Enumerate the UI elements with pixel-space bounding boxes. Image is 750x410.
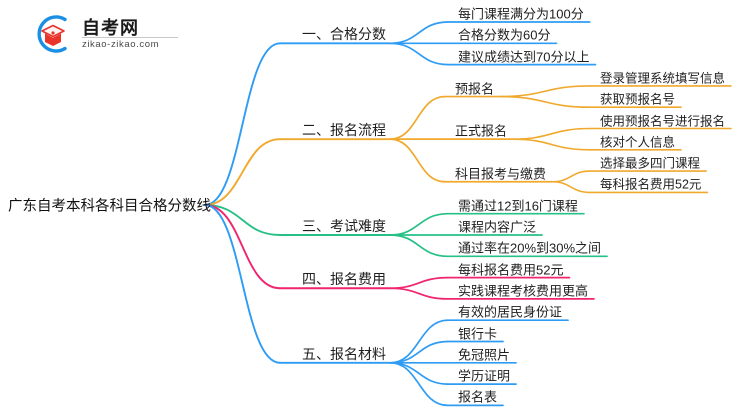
connector-line	[389, 287, 449, 300]
branch-label-2[interactable]: 二、报名流程	[302, 122, 386, 139]
branch-label-5[interactable]: 五、报名材料	[302, 345, 386, 362]
leaf-node-2-1-1[interactable]: 登录管理系统填写信息	[600, 71, 726, 86]
leaf-node-5-3[interactable]: 免冠照片	[458, 347, 511, 363]
connector-line	[512, 127, 591, 140]
leaf-node-3-2[interactable]: 课程内容广泛	[458, 219, 537, 235]
connector-line	[204, 204, 281, 236]
leaf-node-5-2[interactable]: 银行卡	[458, 326, 498, 341]
connector-line	[389, 276, 449, 290]
root-node[interactable]: 广东自考本科各科目合格分数线	[8, 198, 211, 215]
logo-icon	[37, 15, 67, 53]
connector-line	[389, 234, 449, 258]
sub-node-2-2[interactable]: 正式报名	[455, 123, 508, 139]
leaf-node-2-3-1[interactable]: 选择最多四门课程	[600, 156, 701, 171]
logo-title: 自考网	[82, 18, 139, 38]
connector-line	[389, 361, 449, 407]
connector-line	[389, 42, 449, 66]
connector-line	[389, 319, 449, 364]
connector-line	[499, 85, 591, 98]
leaf-node-1-3[interactable]: 建议成绩达到70分以上	[458, 49, 590, 65]
connector-line	[499, 95, 591, 108]
leaf-node-3-1[interactable]: 需通过12到16门课程	[458, 198, 578, 214]
connector-line	[389, 95, 446, 140]
branch-label-4[interactable]: 四、报名费用	[302, 271, 386, 288]
connector-line	[512, 138, 591, 151]
leaf-node-2-1-2[interactable]: 获取预报名号	[600, 92, 676, 107]
leaf-node-5-5[interactable]: 报名表	[458, 389, 498, 405]
connector-line	[204, 42, 281, 206]
leaf-node-3-3[interactable]: 通过率在20%到30%之间	[458, 240, 602, 256]
connector-line	[389, 340, 449, 364]
site-logo: 自考网 zikao-zikao.com	[30, 10, 190, 58]
leaf-node-5-1[interactable]: 有效的居民身份证	[458, 304, 563, 320]
sub-node-2-1[interactable]: 预报名	[455, 81, 495, 97]
leaf-node-1-1[interactable]: 每门课程满分为100分	[458, 6, 584, 22]
logo-url: zikao-zikao.com	[82, 39, 160, 50]
connector-line	[204, 204, 281, 364]
leaf-node-4-1[interactable]: 每科报名费用52元	[458, 262, 564, 278]
leaf-node-5-4[interactable]: 学历证明	[458, 368, 511, 384]
branch-label-1[interactable]: 一、合格分数	[302, 26, 386, 43]
leaf-node-2-3-2[interactable]: 每科报名费用52元	[600, 177, 702, 192]
connector-line	[551, 170, 591, 183]
connector-line	[389, 212, 449, 236]
connector-line	[389, 361, 449, 385]
connector-line	[204, 204, 281, 290]
leaf-node-1-2[interactable]: 合格分数为60分	[458, 27, 551, 43]
leaf-node-2-2-1[interactable]: 使用预报名号进行报名	[600, 114, 726, 128]
connector-line	[389, 138, 446, 183]
leaf-node-2-2-2[interactable]: 核对个人信息	[600, 135, 676, 150]
connector-line	[551, 180, 591, 194]
connector-line	[389, 21, 449, 45]
sub-node-2-3[interactable]: 科目报考与缴费	[455, 166, 547, 182]
logo-divider	[82, 37, 178, 38]
branch-label-3[interactable]: 三、考试难度	[302, 218, 386, 234]
connector-line	[204, 138, 281, 206]
leaf-node-4-2[interactable]: 实践课程考核费用更高	[458, 283, 589, 299]
